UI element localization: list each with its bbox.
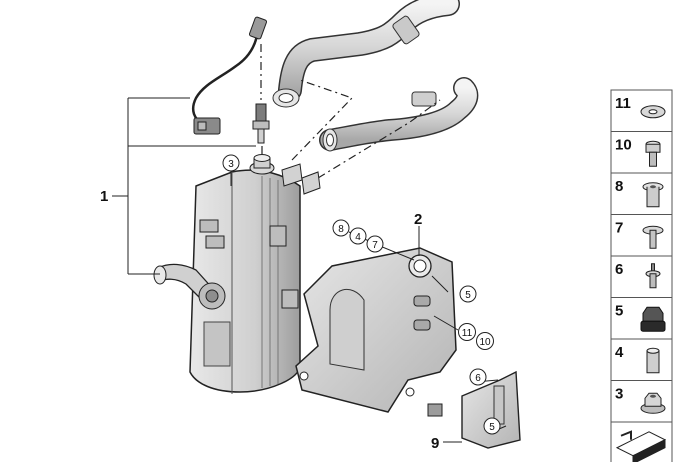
legend-item-4: 4 [610,338,673,381]
callout-4: 4 [349,227,367,245]
blind-rivet-icon [642,225,664,249]
legend-item-6: 6 [610,255,673,298]
legend-number: 7 [615,220,623,237]
pop-rivet-icon [645,263,661,289]
rivet-nut-icon [642,182,664,208]
legend-panel: 11 10 8 7 6 5 4 3 [610,89,673,462]
callout-3: 3 [222,154,240,172]
callout-5-upper: 5 [459,285,477,303]
svg-text:11: 11 [462,328,473,339]
spacer-sleeve-icon [646,347,660,374]
legend-item-3: 3 [610,380,673,423]
wiring-harness [192,16,267,135]
electric-heater-body [189,154,321,394]
svg-text:5: 5 [489,422,495,433]
temperature-sensor [252,103,270,144]
legend-item-7: 7 [610,214,673,257]
callout-7: 7 [366,235,384,253]
assembly-lines [260,44,441,179]
callout-8: 8 [332,219,350,237]
svg-text:6: 6 [475,373,481,384]
callout-10: 10 [476,332,494,350]
legend-item-tool [610,421,673,462]
callout-11: 11 [458,323,476,341]
callout-6: 6 [469,368,487,386]
callout-5-lower: 5 [483,417,501,435]
legend-number: 11 [615,95,631,112]
cutting-tool-icon [615,430,667,462]
legend-number: 5 [615,303,623,320]
svg-text:4: 4 [355,232,361,243]
washer-icon [640,105,666,119]
svg-text:8: 8 [338,224,344,235]
legend-item-11: 11 [610,89,673,132]
mounting-bracket [295,247,457,417]
svg-text:7: 7 [372,240,378,251]
upper-coolant-hose [272,0,460,108]
legend-item-5: 5 [610,297,673,340]
svg-text:5: 5 [465,290,471,301]
legend-number: 8 [615,178,623,195]
heater-connector [153,263,226,310]
flange-nut-icon [640,392,666,414]
label-part-1: 1 [100,188,108,205]
legend-item-10: 10 [610,131,673,174]
rubber-mount-icon [640,306,666,332]
svg-text:3: 3 [228,159,234,170]
legend-number: 4 [615,344,624,361]
legend-item-8: 8 [610,172,673,215]
legend-number: 3 [615,386,623,403]
svg-text:10: 10 [479,337,491,348]
support-bracket [461,370,521,449]
legend-number: 10 [615,137,632,154]
label-part-9: 9 [431,435,439,452]
legend-number: 6 [615,261,623,278]
lower-coolant-hose [319,77,479,152]
label-part-2: 2 [414,211,422,228]
hex-socket-screw-icon [645,140,661,167]
